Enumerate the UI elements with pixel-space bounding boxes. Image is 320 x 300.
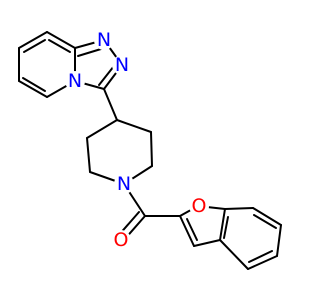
atom-label-layer: N N N N O O (65, 29, 209, 251)
atom-n-bridgehead: N (65, 70, 85, 92)
atom-label: O (114, 229, 129, 251)
bond (186, 218, 198, 241)
bond (248, 250, 273, 263)
atom-label: N (115, 54, 129, 76)
bond (98, 65, 115, 86)
bond (77, 48, 102, 57)
bond (86, 119, 118, 139)
bond (23, 39, 46, 53)
bond-layer (18, 31, 282, 270)
atom-label: O (192, 195, 207, 217)
atom-o-carbonyl: O (111, 229, 131, 251)
bond (116, 119, 152, 133)
molecule-structure-diagram: N N N N O O (18, 29, 282, 270)
bond (48, 39, 71, 53)
bond (223, 216, 229, 239)
bond (193, 239, 221, 247)
bond (179, 215, 195, 247)
bond (276, 224, 282, 257)
bond (46, 31, 76, 49)
bond (219, 208, 226, 241)
atom-n-piperidine: N (114, 173, 134, 195)
bond (252, 207, 282, 226)
atom-label: N (117, 173, 131, 195)
bond (219, 239, 249, 270)
bond (150, 131, 153, 167)
bond (86, 137, 91, 173)
atom-o-furan: O (189, 195, 209, 217)
atom-label: N (97, 29, 111, 51)
bond (18, 80, 48, 98)
bond (253, 214, 277, 229)
bond (18, 31, 48, 49)
bond (22, 77, 46, 92)
atom-n-triazole-1: N (94, 29, 114, 51)
bond (103, 88, 118, 121)
atom-label: N (68, 70, 82, 92)
bond (247, 255, 278, 270)
bond (224, 207, 254, 210)
atom-n-triazole-2: N (112, 54, 132, 76)
